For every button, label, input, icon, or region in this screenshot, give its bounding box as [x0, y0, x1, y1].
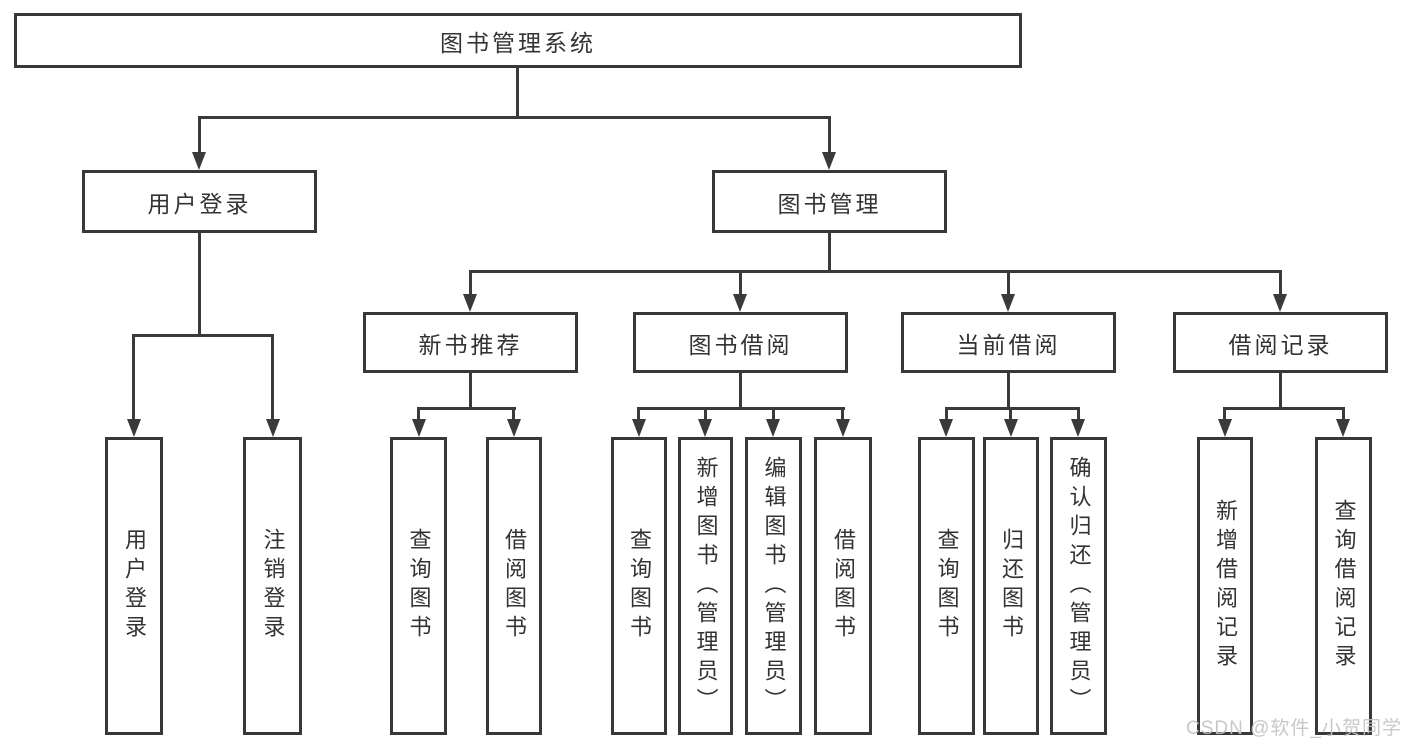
connector-current-borrow-rail — [945, 407, 1080, 410]
leaf-borrow-book: 借阅图书 — [814, 437, 872, 735]
leaf-edit-book-admin-label: 编辑图书（管理员） — [761, 455, 787, 717]
connector-drop-leaf — [1223, 407, 1226, 423]
leaf-return-book-label: 归还图书 — [999, 528, 1024, 644]
node-book-management: 图书管理 — [712, 170, 947, 233]
arrow-down-icon — [698, 419, 712, 437]
connector-drop-leaf — [772, 407, 775, 423]
connector-borrow-records-stem — [1279, 373, 1282, 410]
connector-user-login-rail — [132, 334, 274, 337]
leaf-return-book: 归还图书 — [983, 437, 1039, 735]
leaf-borrow-book-recommend: 借阅图书 — [486, 437, 542, 735]
leaf-logout: 注销登录 — [243, 437, 302, 735]
leaf-query-book-current: 查询图书 — [918, 437, 975, 735]
leaf-borrow-book-recommend-label: 借阅图书 — [502, 528, 527, 644]
connector-borrow-records-rail — [1223, 407, 1345, 410]
arrow-down-icon — [192, 152, 206, 170]
leaf-query-borrow-record-label: 查询借阅记录 — [1331, 499, 1357, 673]
connector-drop-new-book-recommend — [469, 270, 472, 298]
connector-drop-leaf — [841, 407, 844, 423]
connector-current-borrow-stem — [1007, 373, 1010, 410]
leaf-query-book-borrow: 查询图书 — [611, 437, 667, 735]
node-new-book-recommend-label: 新书推荐 — [418, 331, 523, 358]
connector-drop-leaf — [1342, 407, 1345, 423]
leaf-query-book-recommend-label: 查询图书 — [406, 528, 432, 644]
node-user-login: 用户登录 — [82, 170, 317, 233]
leaf-confirm-return-admin: 确认归还（管理员） — [1050, 437, 1107, 735]
arrow-down-icon — [507, 419, 521, 437]
connector-book-management-stem — [828, 233, 831, 273]
connector-user-login-stem — [198, 233, 201, 337]
leaf-query-book-recommend: 查询图书 — [390, 437, 447, 735]
arrow-down-icon — [1071, 419, 1085, 437]
connector-book-borrow-rail — [637, 407, 845, 410]
node-book-borrow-label: 图书借阅 — [688, 331, 793, 358]
leaf-edit-book-admin: 编辑图书（管理员） — [745, 437, 802, 735]
leaf-add-borrow-record: 新增借阅记录 — [1197, 437, 1253, 735]
arrow-down-icon — [1336, 419, 1350, 437]
leaf-borrow-book-label: 借阅图书 — [831, 528, 856, 644]
arrow-down-icon — [1273, 294, 1287, 312]
arrow-down-icon — [1218, 419, 1232, 437]
node-new-book-recommend: 新书推荐 — [363, 312, 578, 373]
arrow-down-icon — [822, 152, 836, 170]
connector-new-book-recommend-rail — [417, 407, 516, 410]
node-current-borrow: 当前借阅 — [901, 312, 1116, 373]
connector-drop-leaf — [1009, 407, 1012, 423]
connector-drop-leaf-user-login — [132, 334, 135, 423]
leaf-user-login-label: 用户登录 — [122, 528, 147, 644]
csdn-watermark: CSDN @软件_小贺同学 — [1186, 718, 1402, 739]
node-borrow-records-label: 借阅记录 — [1228, 331, 1333, 358]
node-user-login-label: 用户登录 — [147, 190, 252, 217]
connector-new-book-recommend-stem — [469, 373, 472, 410]
connector-drop-borrow-records — [1279, 270, 1282, 298]
connector-root-stem — [516, 68, 519, 119]
leaf-query-borrow-record: 查询借阅记录 — [1315, 437, 1372, 735]
connector-book-management-rail — [469, 270, 1282, 273]
arrow-down-icon — [127, 419, 141, 437]
leaf-add-borrow-record-label: 新增借阅记录 — [1213, 499, 1238, 673]
arrow-down-icon — [266, 419, 280, 437]
leaf-query-book-current-label: 查询图书 — [934, 528, 960, 644]
connector-drop-leaf — [512, 407, 515, 423]
connector-drop-user-login — [198, 116, 201, 156]
leaf-user-login: 用户登录 — [105, 437, 163, 735]
leaf-add-book-admin-label: 新增图书（管理员） — [693, 455, 719, 717]
leaf-logout-label: 注销登录 — [260, 528, 286, 644]
connector-root-rail — [198, 116, 831, 119]
connector-book-borrow-stem — [739, 373, 742, 410]
node-root-label: 图书管理系统 — [440, 29, 596, 56]
connector-drop-current-borrow — [1007, 270, 1010, 298]
node-book-management-label: 图书管理 — [777, 190, 882, 217]
leaf-add-book-admin: 新增图书（管理员） — [678, 437, 733, 735]
connector-drop-book-borrow — [739, 270, 742, 298]
connector-drop-leaf — [945, 407, 948, 423]
connector-drop-book-management — [828, 116, 831, 156]
arrow-down-icon — [1004, 419, 1018, 437]
connector-drop-leaf — [704, 407, 707, 423]
connector-drop-leaf-logout — [271, 334, 274, 423]
node-current-borrow-label: 当前借阅 — [956, 331, 1061, 358]
leaf-confirm-return-admin-label: 确认归还（管理员） — [1066, 455, 1092, 717]
arrow-down-icon — [463, 294, 477, 312]
connector-drop-leaf — [1077, 407, 1080, 423]
node-borrow-records: 借阅记录 — [1173, 312, 1388, 373]
node-book-borrow: 图书借阅 — [633, 312, 848, 373]
connector-drop-leaf — [637, 407, 640, 423]
node-root-system: 图书管理系统 — [14, 13, 1022, 68]
arrow-down-icon — [939, 419, 953, 437]
leaf-query-book-borrow-label: 查询图书 — [627, 528, 652, 644]
connector-drop-leaf — [417, 407, 420, 423]
arrow-down-icon — [412, 419, 426, 437]
arrow-down-icon — [733, 294, 747, 312]
arrow-down-icon — [632, 419, 646, 437]
arrow-down-icon — [766, 419, 780, 437]
arrow-down-icon — [1001, 294, 1015, 312]
arrow-down-icon — [836, 419, 850, 437]
